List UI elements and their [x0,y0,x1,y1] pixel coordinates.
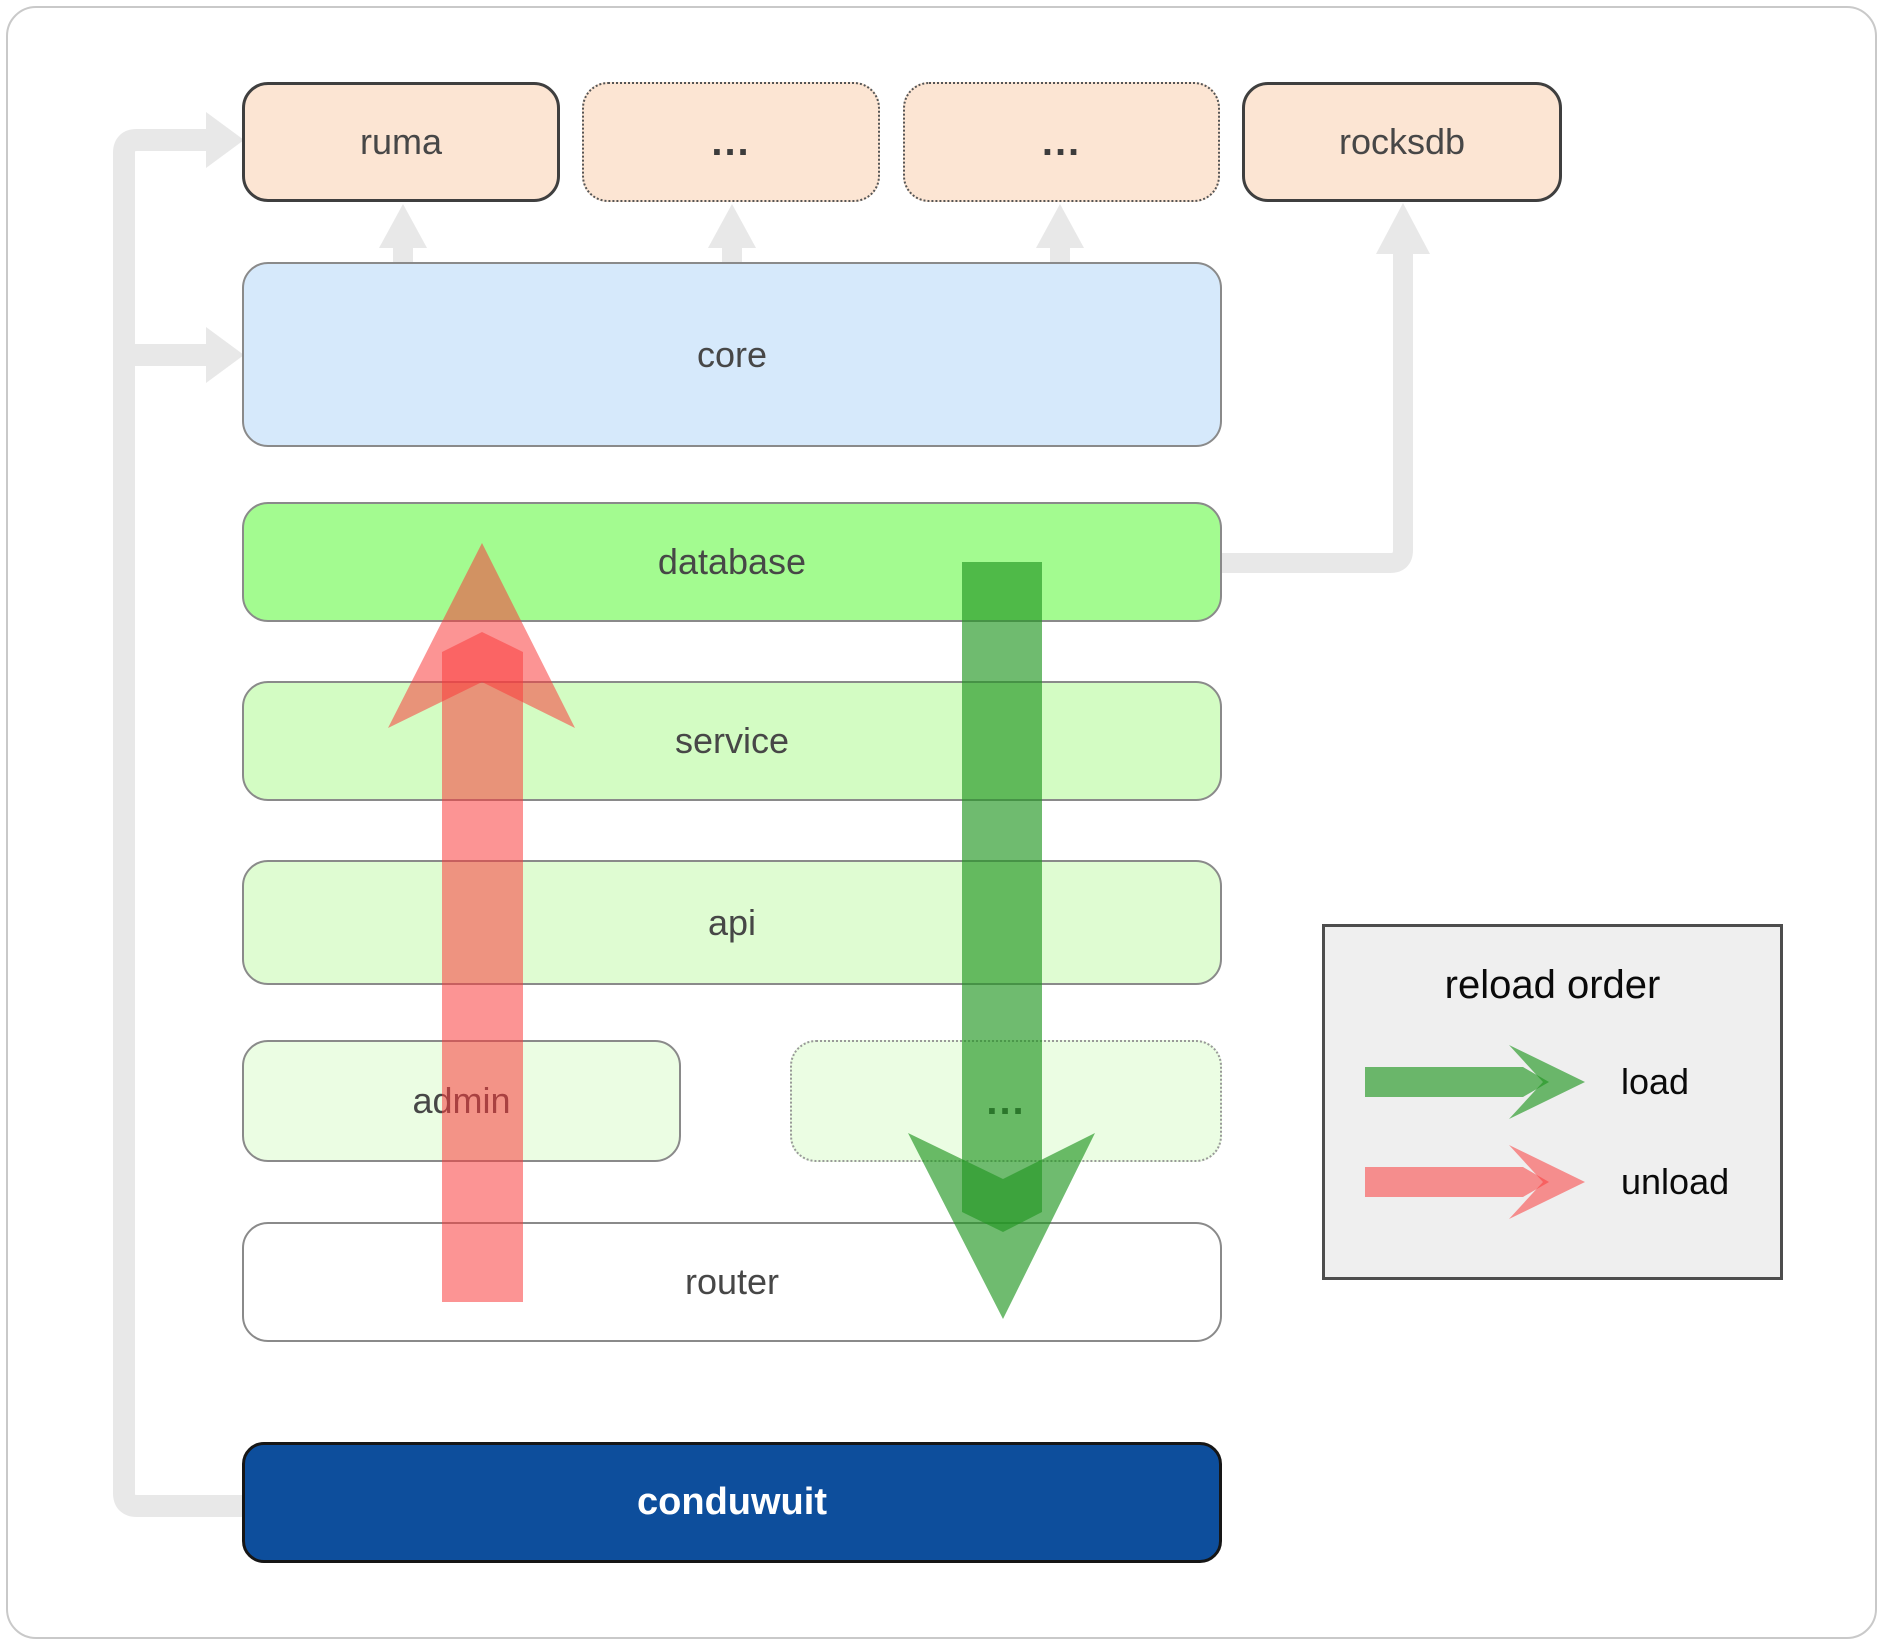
node-router-label: router [684,1261,780,1302]
arrowhead-into-core-icon [206,327,244,383]
arrowhead-up-icon [1036,204,1084,248]
node-ruma-label: ruma [359,121,443,162]
connector-conduwuit-to-ruma [113,129,242,1517]
node-admin-label: admin [412,1080,511,1121]
legend-title: reload order [1444,963,1661,1007]
arrowhead-up-icon [379,204,427,248]
node-conduwuit-label: conduwuit [637,1481,827,1523]
legend-unload-label: unload [1621,1161,1730,1202]
node-service: service [242,681,1222,801]
arrowhead-into-rocksdb-icon [1376,203,1430,254]
legend-unload-arrow-icon [1365,1145,1585,1219]
node-ellipsis-top-2-label: ... [1041,119,1082,164]
arrowhead-into-ruma-icon [206,112,244,168]
legend-arrows [1365,1045,1585,1219]
arrowhead-up-icon [708,204,756,248]
node-admin: admin [242,1040,681,1162]
node-ruma: ruma [242,82,560,202]
node-database-label: database [657,541,807,582]
connector-database-to-rocksdb [1222,250,1413,573]
node-database: database [242,502,1222,622]
node-router: router [242,1222,1222,1342]
node-rocksdb-label: rocksdb [1338,121,1466,162]
node-ellipsis-top-1: ... [582,82,880,202]
node-core-label: core [696,333,768,375]
legend-reload-order: reload order load unload [1322,924,1783,1280]
legend-load-arrow-icon [1365,1045,1585,1119]
node-rocksdb: rocksdb [1242,82,1562,202]
node-api-label: api [707,901,757,943]
legend-load-label: load [1621,1061,1690,1102]
node-api: api [242,860,1222,985]
node-ellipsis-top-2: ... [903,82,1220,202]
node-ellipsis-admin-row-label: ... [986,1078,1026,1123]
connector-core-to-dots-1 [708,204,756,264]
node-ellipsis-top-1-label: ... [711,119,751,164]
connector-core-to-ruma [379,204,427,264]
node-core: core [242,262,1222,447]
node-ellipsis-admin-row: ... [790,1040,1222,1162]
node-service-label: service [674,720,790,761]
connector-core-to-dots-2 [1036,204,1084,264]
node-conduwuit: conduwuit [242,1442,1222,1563]
